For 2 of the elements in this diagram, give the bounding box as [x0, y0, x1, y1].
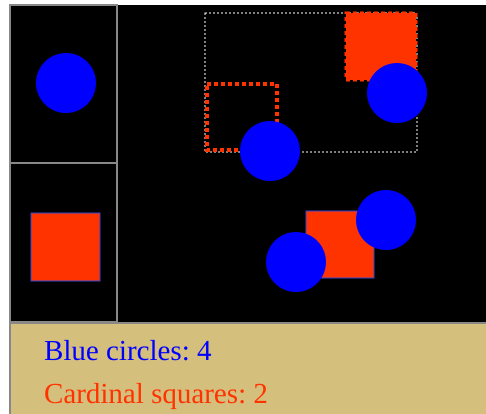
- counter-text: Cardinal squares: 2: [44, 377, 268, 411]
- counter-text: Blue circles: 4: [44, 334, 212, 368]
